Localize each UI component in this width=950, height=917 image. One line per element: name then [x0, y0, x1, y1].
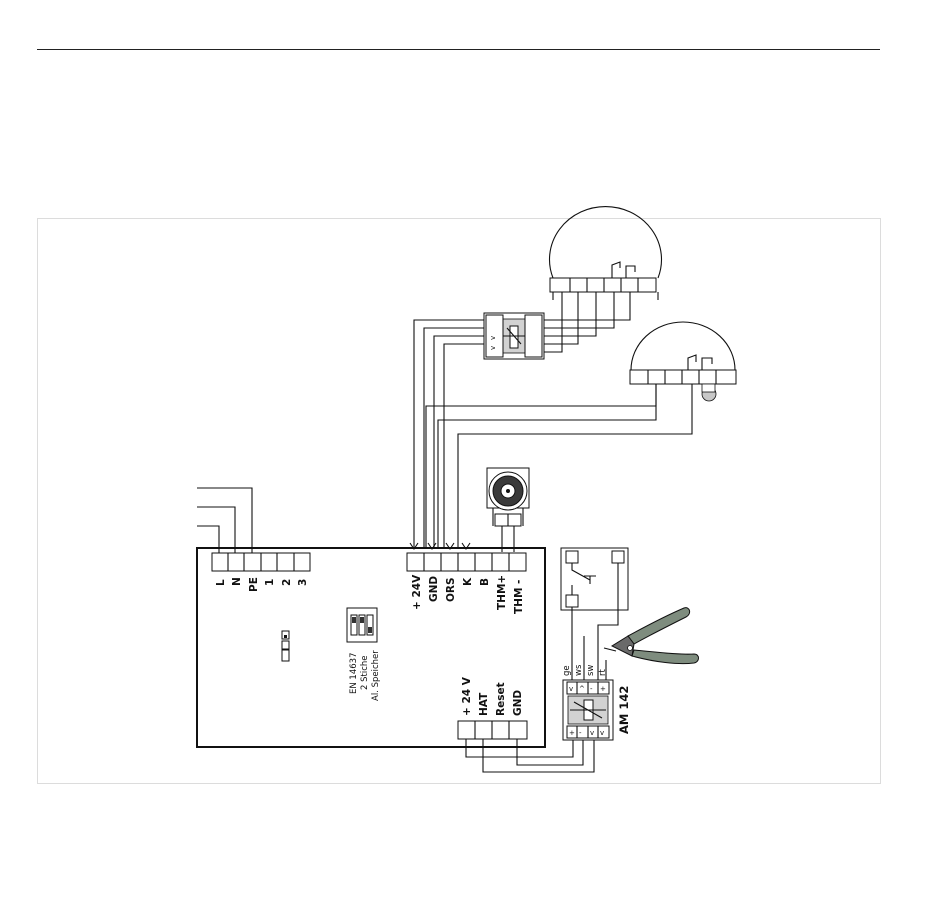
mains-wires — [197, 488, 252, 553]
right-dome-unit — [630, 322, 736, 401]
power-terminal-strip — [212, 553, 310, 571]
terminal-label-n: N — [231, 577, 243, 586]
bus-label-24v: + 24 V — [461, 676, 473, 716]
bus-wires — [466, 739, 594, 772]
sensor-icon — [702, 384, 716, 401]
terminal-label-k: K — [462, 577, 474, 586]
terminal-label-gnd: GND — [428, 576, 440, 602]
controller: L N PE 1 2 3 + 24V GND ORS K B THM+ THM … — [197, 488, 545, 747]
am142-bottom-mark-3: v — [590, 729, 594, 737]
relay-to-dome-wires — [544, 292, 630, 352]
dip-label-line-2: 2 Stiche — [360, 656, 370, 691]
wire-color-ws: ws — [574, 664, 584, 676]
switch-icon — [688, 355, 712, 370]
terminal-label-thm-minus: THM - — [513, 580, 525, 614]
bus-label-gnd: GND — [512, 690, 524, 716]
am142-top-mark-1: v — [569, 685, 573, 693]
am142-module: v ^ - + + - v v — [563, 680, 613, 740]
terminal-label-3: 3 — [297, 579, 309, 586]
terminal-label-thm-plus: THM+ — [496, 575, 508, 610]
terminal-label-2: 2 — [281, 579, 293, 586]
am142-bottom-mark-4: v — [600, 729, 604, 737]
dip-label-line-1: EN 14637 — [349, 653, 359, 694]
relay-module: v v — [484, 313, 544, 359]
bus-label-reset: Reset — [495, 682, 507, 716]
top-dome-unit — [550, 207, 662, 300]
relay-mark-1: v — [489, 346, 497, 350]
terminal-label-b: B — [479, 578, 491, 586]
dome-to-controller-wires — [426, 384, 692, 548]
dip-label-line-3: Al. Speicher — [371, 650, 381, 701]
motor-icon — [487, 468, 529, 552]
am142-bottom-mark-1: + — [569, 729, 575, 737]
am142-top-mark-4: + — [600, 685, 606, 693]
bus-terminal-strip — [458, 721, 527, 739]
terminal-label-ors: ORS — [445, 577, 457, 602]
am142-top-mark-2: ^ — [579, 685, 585, 693]
dip-switch — [347, 608, 377, 642]
wire-color-ge: ge — [562, 665, 572, 676]
jumper — [282, 631, 289, 661]
switch-icon — [612, 262, 635, 278]
am142-title: AM 142 — [617, 686, 631, 734]
terminal-label-1: 1 — [264, 579, 276, 586]
bus-label-hat: HAT — [478, 692, 490, 716]
relay-mark-2: v — [489, 336, 497, 340]
signal-terminal-strip — [407, 553, 526, 571]
terminal-label-24v: + 24V — [411, 574, 423, 610]
terminal-label-l: L — [215, 579, 227, 586]
wire-color-sw: sw — [586, 665, 596, 676]
diagram-frame — [38, 219, 881, 784]
terminal-label-pe: PE — [248, 577, 260, 592]
switch-box — [561, 548, 628, 680]
